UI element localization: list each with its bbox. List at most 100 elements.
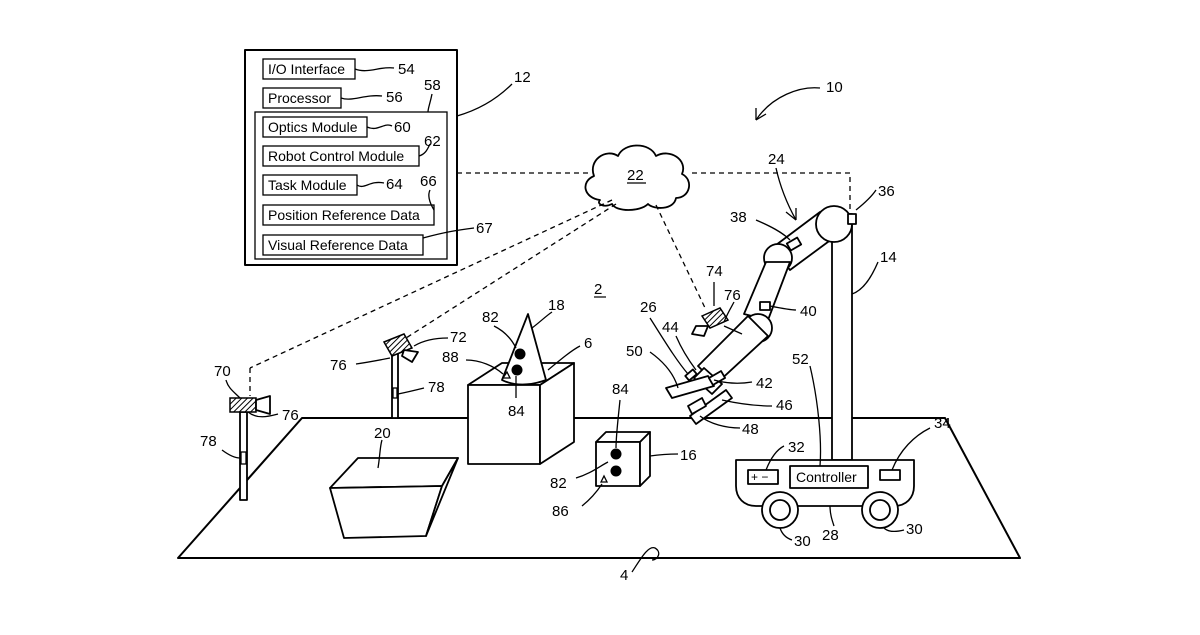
ref-62: 62 — [424, 133, 441, 150]
ref-48: 48 — [742, 421, 759, 438]
ref-84-obj: 84 — [612, 381, 629, 398]
ref-84-cone: 84 — [508, 403, 525, 420]
ref-88: 88 — [442, 349, 459, 366]
object-dot-upper — [611, 449, 622, 460]
wheel-left-hub — [770, 500, 790, 520]
shoulder-port — [848, 214, 856, 224]
leader-38 — [756, 220, 790, 240]
ref-16: 16 — [680, 447, 697, 464]
camera-stand-left: 70 76 78 — [200, 363, 299, 500]
ref-76-mid: 76 — [330, 357, 347, 374]
processor-label: Processor — [268, 90, 331, 106]
ref-76-left: 76 — [282, 407, 299, 424]
stand-mid-pole — [392, 352, 398, 418]
ref-24: 24 — [768, 151, 785, 168]
leader-86 — [582, 484, 602, 506]
leader-54 — [355, 68, 394, 71]
leader-30-left — [780, 528, 792, 540]
wheel-right-hub — [870, 500, 890, 520]
leader-12 — [457, 84, 512, 116]
floor-leader — [632, 548, 659, 572]
ref-72: 72 — [450, 329, 467, 346]
ref-28: 28 — [822, 527, 839, 544]
leader-58 — [428, 94, 432, 112]
leader-28 — [830, 506, 834, 526]
ref-26: 26 — [640, 299, 657, 316]
ref-52: 52 — [792, 351, 809, 368]
optics-module-label: Optics Module — [268, 119, 358, 135]
ref-36: 36 — [878, 183, 895, 200]
camera-left-lens — [256, 396, 270, 414]
ref-18: 18 — [548, 297, 565, 314]
ref-70: 70 — [214, 363, 231, 380]
ref-60: 60 — [394, 119, 411, 136]
ref-32: 32 — [788, 439, 805, 456]
leader-18 — [532, 312, 552, 328]
ref-67: 67 — [476, 220, 493, 237]
system-box: I/O Interface Processor Optics Module Ro… — [245, 50, 531, 265]
leader-30-right — [884, 528, 904, 531]
sensor-40 — [760, 302, 770, 310]
network-ref: 22 — [627, 167, 644, 184]
object-16-side — [640, 432, 650, 486]
bin-top — [330, 458, 458, 488]
leader-70 — [226, 380, 240, 398]
ref-38: 38 — [730, 209, 747, 226]
link-cloud-camera-arm — [656, 205, 706, 310]
ref-10: 10 — [826, 79, 843, 96]
ref-64: 64 — [386, 176, 403, 193]
ref-44: 44 — [662, 319, 679, 336]
leader-76-mid — [356, 358, 390, 364]
ref-40: 40 — [800, 303, 817, 320]
leader-76-arm — [724, 302, 734, 322]
leader-50 — [650, 352, 678, 388]
ref-74: 74 — [706, 263, 723, 280]
bin: 20 — [330, 425, 458, 538]
leader-44 — [676, 336, 696, 370]
ref-78-left: 78 — [200, 433, 217, 450]
ref-54: 54 — [398, 61, 415, 78]
leader-10 — [756, 88, 820, 120]
controller-label: Controller — [796, 469, 857, 485]
ref-12: 12 — [514, 69, 531, 86]
ref-58: 58 — [424, 77, 441, 94]
ref-6: 6 — [584, 335, 592, 352]
ref-76-arm: 76 — [724, 287, 741, 304]
ref-30-left: 30 — [794, 533, 811, 550]
joint-shoulder — [816, 206, 852, 242]
link-cloud-pedestal — [692, 173, 850, 210]
leader-78-left — [222, 450, 240, 458]
camera-mid-lens — [402, 350, 418, 362]
ref-66: 66 — [420, 173, 437, 190]
ref-50: 50 — [626, 343, 643, 360]
camera-arm-body — [702, 308, 728, 328]
ref-20: 20 — [374, 425, 391, 442]
workspace-ref: 2 — [594, 281, 602, 298]
position-reference-data-label: Position Reference Data — [268, 207, 420, 223]
link-cloud-camera-mid — [406, 204, 616, 338]
leader-66 — [429, 190, 434, 210]
table-box-front — [468, 385, 540, 464]
leader-36 — [856, 190, 876, 210]
pedestal — [832, 214, 852, 460]
arm-middle-link — [744, 262, 790, 320]
leader-67 — [423, 228, 474, 238]
bin-front — [330, 486, 442, 538]
ref-14: 14 — [880, 249, 897, 266]
battery-label: + − — [751, 470, 768, 484]
leader-64 — [357, 182, 384, 186]
camera-arm-lens — [692, 326, 708, 336]
object-dot-lower — [611, 466, 622, 477]
camera-stand-mid: 72 76 78 — [330, 329, 467, 418]
cone-dot-upper — [515, 349, 526, 360]
ref-86: 86 — [552, 503, 569, 520]
ref-30-right: 30 — [906, 521, 923, 538]
floor-ref: 4 — [620, 567, 628, 584]
io-interface-label: I/O Interface — [268, 61, 345, 77]
leader-72 — [414, 338, 448, 346]
leader-56 — [341, 96, 382, 99]
ref-42: 42 — [756, 375, 773, 392]
vehicle-port — [880, 470, 900, 480]
